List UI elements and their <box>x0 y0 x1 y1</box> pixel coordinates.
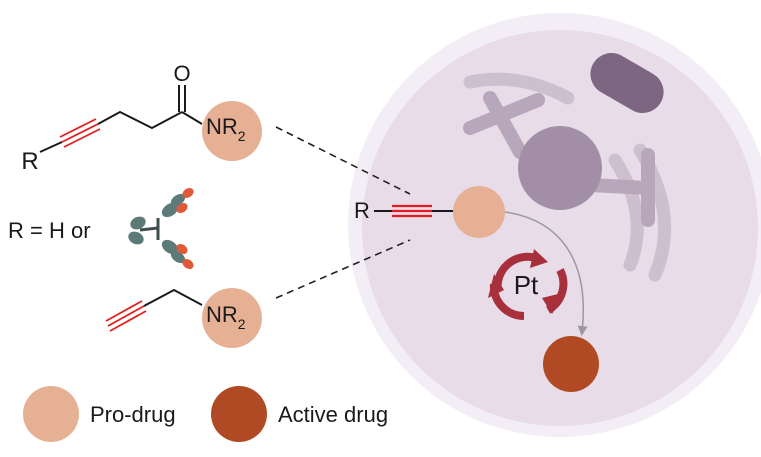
mitochondrion <box>590 53 664 113</box>
cell-molecule: R <box>354 186 599 392</box>
dashed-connectors <box>275 126 411 299</box>
alkyne-triple-bond-bottom <box>105 300 147 332</box>
antibody-stem <box>139 226 159 232</box>
antibody-fc-2 <box>128 231 144 245</box>
prodrug-circle-cell <box>453 186 505 238</box>
curved-arrow-icon <box>504 211 588 336</box>
r-group-label-cell: R <box>354 198 370 223</box>
alkyne-triple-bond-cell <box>392 204 432 218</box>
active-drug-circle-cell <box>543 336 599 392</box>
legend-item-prodrug: Pro-drug <box>23 386 176 442</box>
r-group-label-top: R <box>21 148 38 175</box>
propargyl-chain <box>143 288 203 307</box>
t-organelle-top-stem <box>483 91 527 159</box>
antibody-lower-arm-2 <box>170 250 186 264</box>
prodrug-circle-top <box>202 101 262 161</box>
legend-swatch-prodrug <box>23 386 79 442</box>
golgi-arc-1 <box>608 153 644 272</box>
legend-label-prodrug: Pro-drug <box>90 402 176 427</box>
legend-swatch-active-drug <box>211 386 267 442</box>
antibody-lower-tip-2 <box>176 243 188 255</box>
r-definition-label: R = H or <box>8 218 91 243</box>
carbonyl-oxygen-label: O <box>173 61 190 86</box>
antibody-fc-1 <box>130 216 146 230</box>
antibody-upper-tip-1 <box>182 187 194 199</box>
prodrug-circle-bottom <box>202 288 262 348</box>
antibody-upper-arm-1 <box>161 202 179 218</box>
cycle-arrowhead-3 <box>488 274 504 298</box>
structure-bottom: NR2 <box>105 288 262 348</box>
antibody-lower-tip-1 <box>182 258 194 270</box>
cell-cytoplasm <box>362 30 758 426</box>
legend-item-active-drug: Active drug <box>211 386 388 442</box>
amine-label-bottom: NR2 <box>206 302 246 332</box>
golgi-arc-top <box>463 72 575 105</box>
antibody-upper-tip-2 <box>176 202 188 214</box>
cycle-arrowhead-1 <box>530 249 548 268</box>
bond-r-alkyne <box>39 141 63 153</box>
connector-bottom <box>275 239 411 299</box>
cycle-arrowhead-2 <box>542 292 566 314</box>
amine-label-top: NR2 <box>206 114 246 144</box>
alkyne-triple-bond-top <box>59 118 101 148</box>
legend: Pro-drug Active drug <box>23 386 388 442</box>
carbon-chain <box>97 110 183 130</box>
catalyst-label: Pt <box>514 270 539 300</box>
nucleus <box>518 126 602 210</box>
t-organelle-right-stem <box>583 178 655 195</box>
catalytic-cycle-icon: Pt <box>488 249 568 321</box>
antibody-icon <box>128 187 194 270</box>
cell <box>348 13 761 437</box>
legend-label-active-drug: Active drug <box>278 402 388 427</box>
connector-top <box>275 126 411 195</box>
catalytic-cycle-arrowheads <box>488 249 566 314</box>
t-organelle-top-bar <box>463 93 545 135</box>
antibody-upper-arm-2 <box>170 193 186 207</box>
amide-bond <box>181 111 203 125</box>
structure-top: O R NR2 <box>21 61 262 175</box>
t-organelles <box>463 91 655 227</box>
antibody-lower-arm-1 <box>161 239 179 255</box>
r-definition: R = H or <box>8 187 194 270</box>
